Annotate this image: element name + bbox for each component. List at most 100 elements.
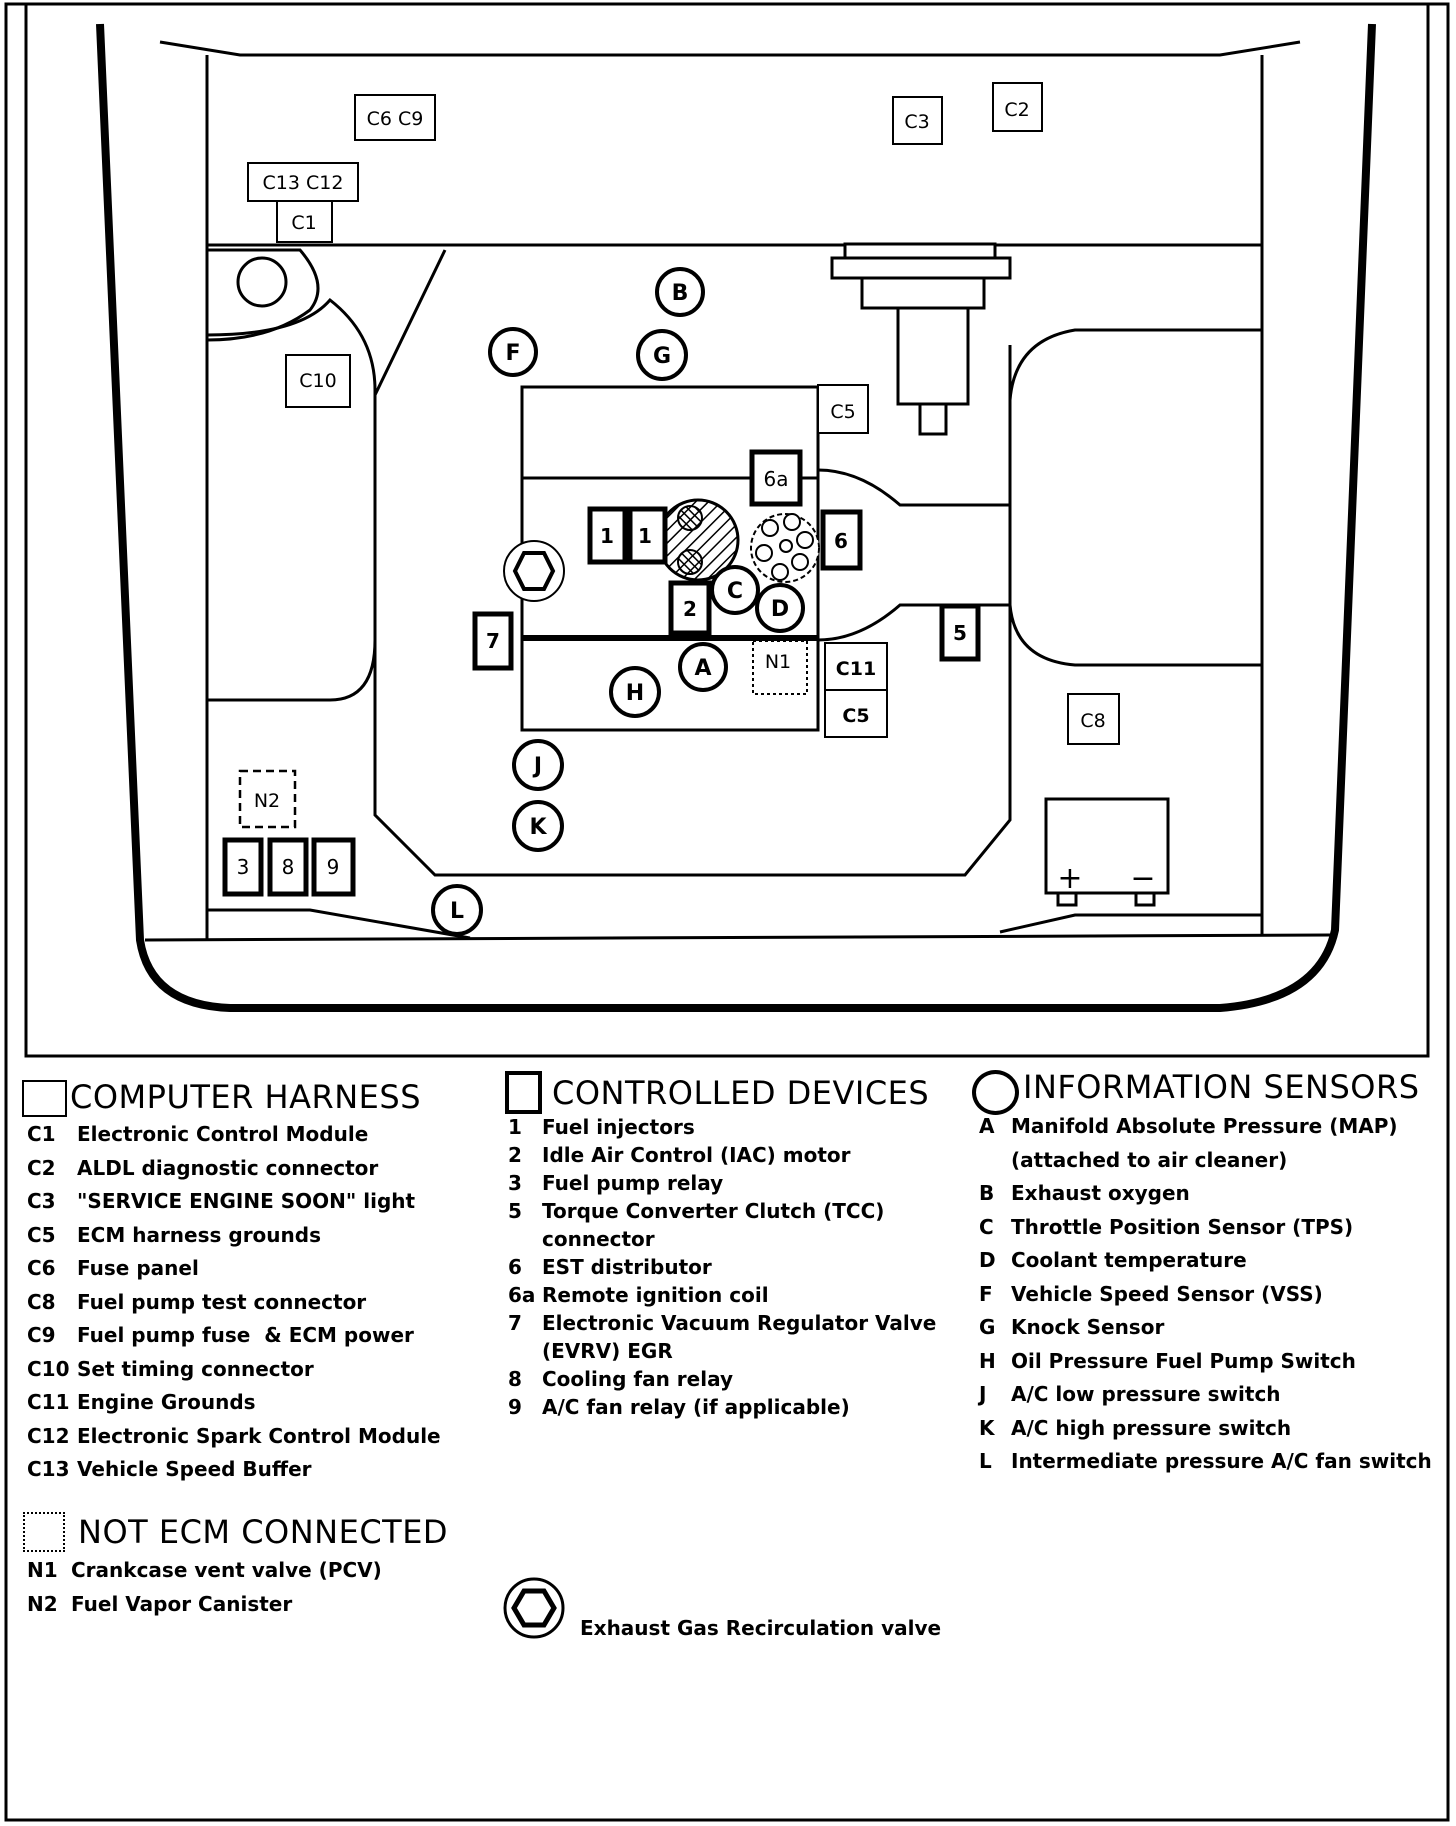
- information-sensors-legend-symbol: [972, 1070, 1019, 1115]
- legend-item: G Knock Sensor: [979, 1311, 1432, 1345]
- engine-outline: [373, 249, 1012, 877]
- legend-item-code: 8: [508, 1367, 522, 1391]
- harness-label-c5-top: C5: [830, 401, 855, 423]
- legend-item-description: Knock Sensor: [1011, 1315, 1165, 1339]
- legend-item-code: C10: [27, 1356, 70, 1381]
- harness-box-c2: [992, 82, 1043, 132]
- harness-label-c1: C1: [291, 212, 316, 234]
- legend-item-description: Throttle Position Sensor (TPS): [1011, 1214, 1354, 1239]
- right-wheel-well: [1008, 328, 1262, 667]
- diagram-frame: [24, 2, 1430, 1058]
- non-ecm-label-n1: N1: [765, 651, 791, 673]
- legend-item-description: Fuel pump test connector: [77, 1289, 367, 1314]
- legend-item-code: L: [979, 1449, 992, 1473]
- harness-label-c3: C3: [904, 111, 929, 133]
- device-box-1a: [587, 506, 628, 565]
- sensor-circle-g: [636, 329, 688, 381]
- legend-item-description: Oil Pressure Fuel Pump Switch: [1011, 1348, 1356, 1373]
- device-label-6: 6: [834, 529, 848, 553]
- legend-item-code: F: [979, 1281, 993, 1306]
- harness-box-c5-top: [817, 384, 869, 434]
- sensor-label-g: G: [653, 344, 671, 369]
- harness-label-c8: C8: [1080, 710, 1105, 732]
- legend-item-description: Crankcase vent valve (PCV): [71, 1558, 382, 1582]
- legend-item-description: Fuel pump relay: [542, 1171, 724, 1195]
- device-box-6a: [749, 449, 803, 507]
- device-box-8: [267, 837, 309, 897]
- sensor-circle-b: [655, 267, 705, 317]
- device-label-1b: 1: [638, 524, 652, 548]
- legend-item-code: 2: [508, 1143, 522, 1167]
- harness-box-c8: [1067, 693, 1120, 745]
- sensor-circle-d: [755, 583, 805, 633]
- legend-item-code: J: [979, 1382, 987, 1406]
- sensor-circle-k: [512, 800, 564, 852]
- harness-box-c3: [892, 96, 943, 145]
- sensor-circle-f: [488, 327, 538, 377]
- sensor-circle-h: [609, 666, 661, 718]
- battery: [1044, 797, 1170, 907]
- harness-label-c5-bottom: C5: [842, 705, 869, 727]
- legend-item-code: C3: [27, 1189, 56, 1213]
- legend-item: C11 Engine Grounds: [27, 1386, 441, 1420]
- sensor-circle-l: [431, 884, 483, 936]
- device-box-2: [668, 580, 712, 636]
- legend-item-description: Remote ignition coil: [542, 1283, 769, 1307]
- legend-item-description: Cooling fan relay: [542, 1367, 733, 1391]
- legend-item: C3 "SERVICE ENGINE SOON" light: [27, 1185, 441, 1219]
- sensor-label-a: A: [694, 656, 711, 681]
- device-label-6a: 6a: [764, 467, 789, 491]
- device-label-5: 5: [953, 621, 967, 645]
- legend-item-code: G: [979, 1315, 996, 1339]
- legend-item-description: Torque Converter Clutch (TCC) connector: [542, 1199, 885, 1251]
- device-box-3: [222, 837, 264, 897]
- sensor-circle-a: [678, 642, 728, 692]
- legend-item-code: C11: [27, 1390, 70, 1414]
- sensor-label-k: K: [529, 815, 547, 840]
- sensor-label-h: H: [626, 681, 644, 706]
- legend-item-code: C2: [27, 1155, 56, 1180]
- legend-item-code: 5: [508, 1199, 522, 1223]
- legend-item-description: Fuel pump fuse & ECM power: [77, 1323, 414, 1347]
- sensor-circle-j: [512, 739, 564, 791]
- computer-harness-legend-title: COMPUTER HARNESS: [70, 1078, 421, 1116]
- legend-item-description: ECM harness grounds: [77, 1222, 321, 1247]
- harness-label-c10: C10: [299, 370, 336, 392]
- sensor-label-c: C: [727, 579, 743, 604]
- harness-box-c6c9: [354, 94, 436, 141]
- non-ecm-label-n2: N2: [254, 790, 280, 812]
- sensor-label-l: L: [450, 899, 464, 924]
- legend-item-description: Electronic Spark Control Module: [77, 1423, 441, 1448]
- legend-item-description: Vehicle Speed Buffer: [77, 1457, 312, 1481]
- sensor-label-f: F: [505, 341, 520, 366]
- legend-item-description: EST distributor: [542, 1255, 712, 1279]
- legend-item-description: ALDL diagnostic connector: [77, 1155, 379, 1180]
- legend-item-description: Engine Grounds: [77, 1390, 256, 1414]
- legend-item-description: Exhaust oxygen: [1011, 1181, 1190, 1205]
- battery-tray-bracket: [830, 242, 1012, 436]
- legend-item-code: A: [979, 1114, 995, 1138]
- legend-item-code: C5: [27, 1222, 56, 1247]
- legend-item-description: "SERVICE ENGINE SOON" light: [77, 1189, 416, 1213]
- legend-item-code: C12: [27, 1423, 70, 1448]
- legend-item-description: Coolant temperature: [1011, 1248, 1247, 1272]
- legend-item-description: A/C high pressure switch: [1011, 1415, 1292, 1440]
- legend-item: 5 Torque Converter Clutch (TCC) connector: [508, 1197, 936, 1253]
